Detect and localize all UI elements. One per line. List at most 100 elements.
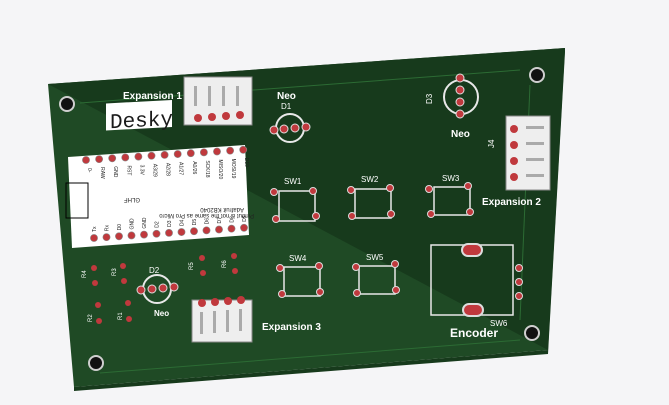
sw3-label: SW3 <box>442 174 460 183</box>
mcu-pin-label: D9 <box>242 215 248 222</box>
mcu-pin-label: MOSI/19 <box>230 159 236 179</box>
resistors: R4 R3 R2 R1 R5 R6 <box>82 253 238 324</box>
mcu-pin-pad <box>186 149 195 158</box>
mcu-pin-pad <box>240 223 248 232</box>
led-d2: D2 Neo <box>136 266 179 318</box>
mcu-pin-pad <box>90 234 98 242</box>
switch-sw2: SW2 <box>347 175 395 220</box>
mcu-pin-pad <box>121 153 130 162</box>
mcu-pin-label: D10 <box>243 158 249 167</box>
mcu-pin-label: D7 <box>217 217 223 224</box>
mcu-pin-pad <box>173 150 182 158</box>
resistor-r6: R6 <box>222 253 238 274</box>
mcu-footprint: 0- RAW GND RST 3.3V A3/29 A2/28 A1/27 A0/26 SCK/1… <box>65 145 254 248</box>
neo-left-label: Neo <box>154 309 169 318</box>
mcu-pin-label: RST <box>125 165 131 175</box>
expansion1-connector: Expansion 1 <box>123 76 253 126</box>
expansion2-label: Expansion 2 <box>482 197 541 208</box>
mcu-marker: GLHF <box>124 196 140 202</box>
mcu-pin-label: Tx <box>92 226 98 232</box>
switch-sw3: SW3 <box>425 174 474 218</box>
mcu-pin-pad <box>213 147 221 156</box>
switch-sw5: SW5 <box>352 253 400 297</box>
mcu-pin-label: A2/28 <box>165 163 171 176</box>
led-d3: D3 Neo <box>425 73 479 140</box>
expansion3-connector: Expansion 3 <box>191 296 321 343</box>
mcu-pin-pad <box>95 155 103 164</box>
mcu-pin-pad <box>152 229 161 238</box>
mcu-pin-label: D4 <box>180 219 186 226</box>
sw2-label: SW2 <box>361 175 379 184</box>
led-d1: Neo D1 <box>269 91 311 143</box>
pcb-board-edge <box>48 48 565 391</box>
mcu-pin-label: 3.3V <box>138 165 144 176</box>
mcu-pin-pad <box>227 224 236 233</box>
mcu-pin-pad <box>177 228 186 236</box>
mcu-pin-label: GND <box>130 218 136 230</box>
expansion2-connector: J4 Expansion 2 <box>482 115 551 208</box>
d3-label: D3 <box>425 93 434 104</box>
mcu-name: Adafruit KB2040 <box>200 206 244 212</box>
mcu-pin-label: GND <box>112 166 118 178</box>
mcu-pin-pad <box>108 154 117 163</box>
d2-label: D2 <box>149 266 160 275</box>
mcu-pin-pad <box>102 233 111 242</box>
neo-right-label: Neo <box>451 129 470 140</box>
mounting-holes <box>59 67 545 371</box>
mcu-pin-label: A0/26 <box>191 161 197 174</box>
mcu-pin-label: D8 <box>230 216 236 223</box>
mcu-pin-pad <box>127 231 136 240</box>
mcu-pin-label: 0- <box>86 168 92 173</box>
resistor-r3: R3 <box>112 263 127 284</box>
mcu-pin-pad <box>134 152 143 161</box>
resistor-r5: R5 <box>189 255 206 276</box>
mcu-pin-label: A1/27 <box>178 162 184 175</box>
svg-text:R1: R1 <box>118 312 124 320</box>
mcu-pin-pad <box>140 230 148 239</box>
mcu-pin-pad <box>202 226 211 235</box>
mcu-pin-pad <box>115 232 123 241</box>
expansion1-label: Expansion 1 <box>123 91 182 102</box>
encoder-label: Encoder <box>450 326 498 340</box>
mcu-pin-pad <box>239 145 248 154</box>
mcu-pin-label: MISO/20 <box>217 160 223 180</box>
j4-label: J4 <box>487 139 496 148</box>
d1-label: D1 <box>281 102 292 111</box>
mcu-pin-pad <box>215 225 223 234</box>
mcu-pin-pad <box>165 228 173 237</box>
expansion3-label: Expansion 3 <box>262 322 321 333</box>
mcu-pin-label: D0 <box>117 224 123 231</box>
mcu-pin-label: D5 <box>192 219 198 226</box>
sw6-label: SW6 <box>490 319 508 328</box>
neo-top-label: Neo <box>277 91 296 102</box>
mcu-pin-label: D6 <box>205 218 211 225</box>
switch-sw1: SW1 <box>270 177 320 223</box>
svg-text:R5: R5 <box>189 262 195 270</box>
mcu-pin-label: D2 <box>155 221 161 228</box>
mcu-pin-label: RAW <box>99 167 105 179</box>
mcu-pin-label: A3/29 <box>152 164 158 177</box>
mcu-pin-pad <box>160 150 169 159</box>
mcu-top-pins: 0- RAW GND RST 3.3V A3/29 A2/28 A1/27 A0/26 SCK/1… <box>82 145 249 180</box>
mcu-pin-label: GND <box>142 217 148 229</box>
sw1-label: SW1 <box>284 177 302 186</box>
svg-text:R4: R4 <box>82 270 88 278</box>
resistor-r1: R1 <box>118 300 132 322</box>
board-logo: Desky <box>106 99 173 135</box>
switch-sw4: SW4 <box>276 254 324 298</box>
resistor-r2: R2 <box>88 302 102 324</box>
mcu-note: Pinout is not the same as Pro Micro <box>159 212 254 218</box>
mcu-pin-pad <box>199 148 208 157</box>
resistor-r4: R4 <box>82 265 98 286</box>
mcu-pin-label: SCK/18 <box>204 160 210 177</box>
svg-text:R3: R3 <box>112 268 118 276</box>
mcu-pin-pad <box>147 151 156 160</box>
svg-text:R2: R2 <box>88 314 94 322</box>
svg-text:R6: R6 <box>222 260 228 268</box>
mcu-pin-label: Rx <box>105 225 111 232</box>
mcu-pin-pad <box>226 146 234 155</box>
encoder-sw6: SW6 Encoder <box>430 243 523 340</box>
